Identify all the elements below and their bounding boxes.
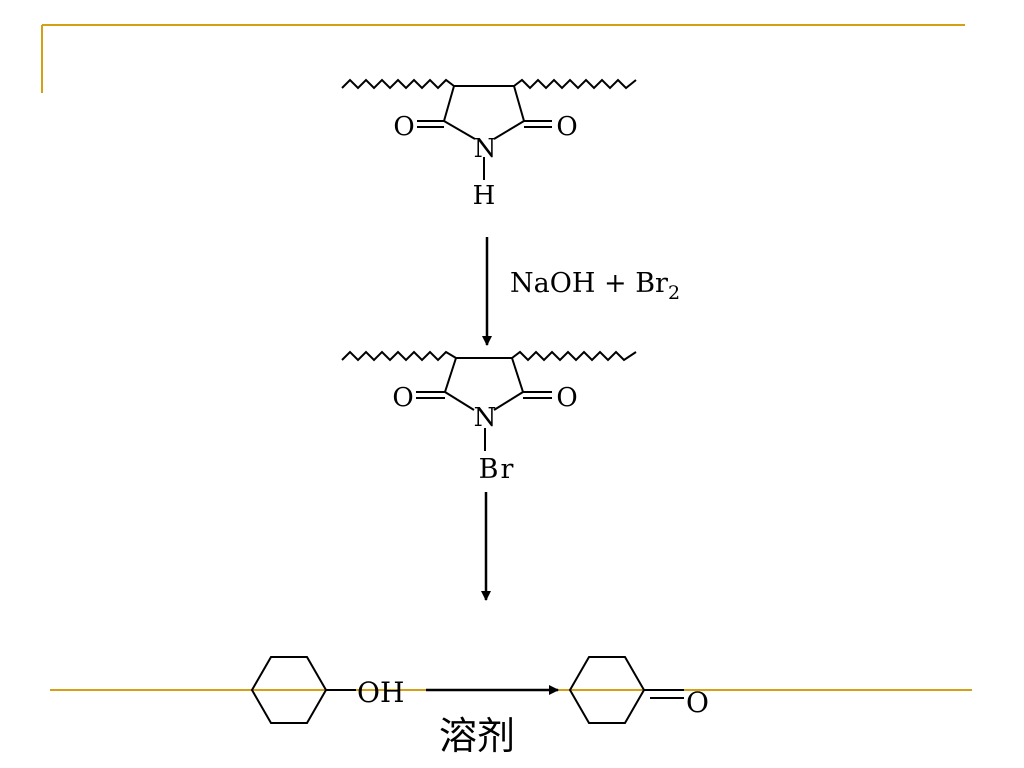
reagent-label: NaOH + Br2 <box>510 268 680 304</box>
reagent-text: NaOH + Br <box>510 268 668 299</box>
reactant-atom-h: H <box>473 181 496 211</box>
ring-bond-right-n <box>493 120 525 140</box>
wavy-chain-right-icon <box>513 78 637 90</box>
reagent-subscript: 2 <box>668 282 680 304</box>
ring-bond-right <box>511 357 524 393</box>
substrate-group-oh: OH <box>357 676 404 709</box>
ring-bond-right-n <box>493 391 524 411</box>
ring-bond-left-n <box>443 120 476 140</box>
product-atom-o-right: O <box>556 383 577 413</box>
ring-bond-right <box>513 85 525 122</box>
product-atom-n: N <box>474 403 497 433</box>
slide-frame <box>41 24 965 93</box>
reactant-atom-o-right: O <box>556 112 577 142</box>
product-atom-o-left: O <box>392 383 413 413</box>
wavy-chain-left-icon <box>341 350 457 362</box>
ring-bond-left <box>443 85 455 122</box>
wavy-chain-left-icon <box>341 78 455 90</box>
reactant-atom-n: N <box>474 134 497 164</box>
reactant-atom-o-left: O <box>393 112 414 142</box>
product-atom-br: Br <box>479 454 516 485</box>
reactant-succinimide <box>341 78 637 180</box>
product-nbs <box>341 350 637 451</box>
oxidation-scheme <box>250 656 684 724</box>
solvent-label: 溶剂 <box>439 714 515 758</box>
wavy-chain-right-icon <box>511 350 637 362</box>
ring-bond-left <box>444 357 457 393</box>
product-group-o: O <box>686 686 709 719</box>
ring-bond-left-n <box>444 391 475 411</box>
